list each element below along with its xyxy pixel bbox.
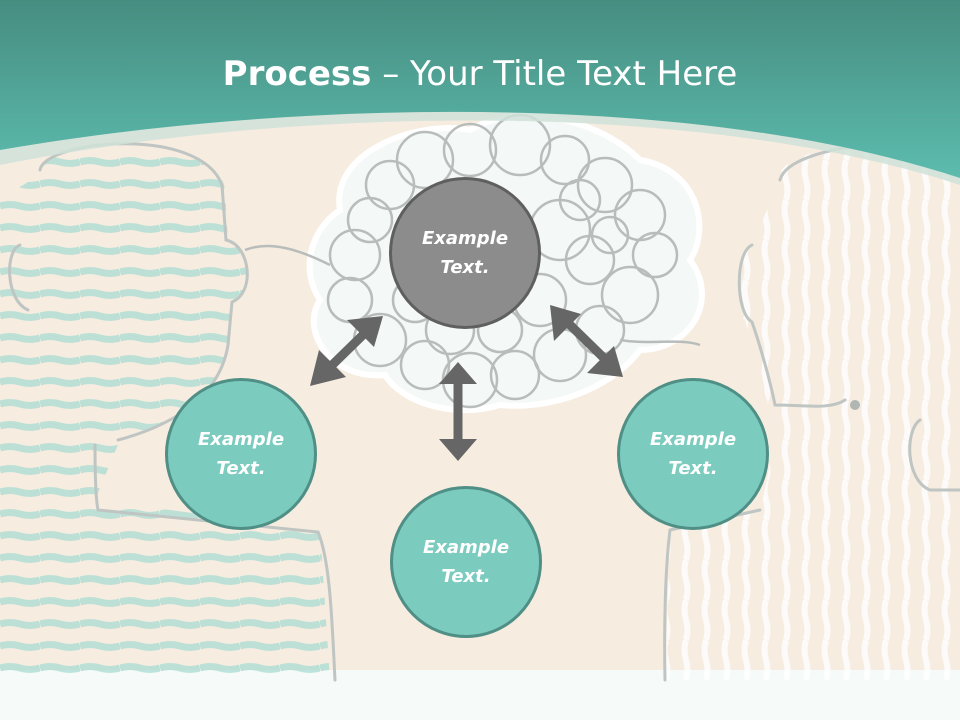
double-arrow-icon xyxy=(550,305,623,377)
node-text-line2: Text. xyxy=(216,458,266,479)
bottom-node: Example Text. xyxy=(390,486,542,638)
node-text-line2: Text. xyxy=(668,458,718,479)
header-band xyxy=(0,0,960,178)
node-text-line1: Example xyxy=(197,429,285,450)
double-arrow-icon xyxy=(310,316,383,386)
node-text-line1: Example xyxy=(649,429,737,450)
node-text-line1: Example xyxy=(421,228,509,249)
right-head-mark xyxy=(850,400,860,410)
left-node: Example Text. xyxy=(165,378,317,530)
double-arrow-icon xyxy=(439,362,477,461)
title-rest: Your Title Text Here xyxy=(410,54,738,94)
title-bold: Process xyxy=(222,54,372,94)
node-text-line2: Text. xyxy=(441,566,491,587)
title-separator: – xyxy=(371,54,411,94)
node-text-line1: Example xyxy=(422,537,510,558)
slide-title: Process – Your Title Text Here xyxy=(0,52,960,96)
right-node: Example Text. xyxy=(617,378,769,530)
center-node: Example Text. xyxy=(389,177,541,329)
node-text-line2: Text. xyxy=(440,257,490,278)
connector-arrows xyxy=(310,305,623,461)
